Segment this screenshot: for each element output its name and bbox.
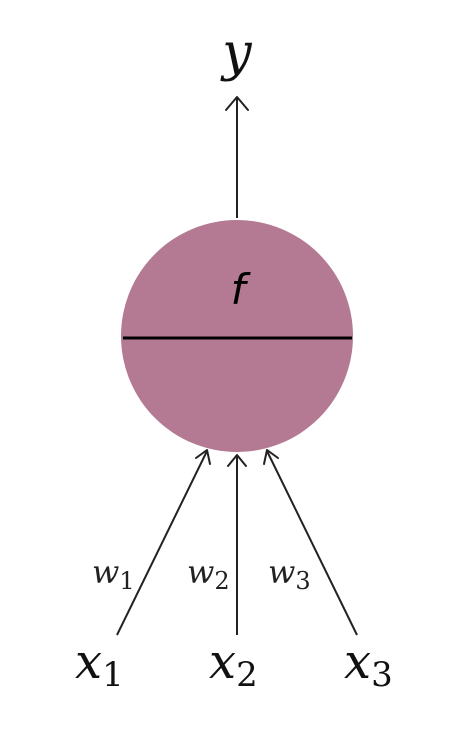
weight-label-3: w3 (268, 553, 311, 595)
weight-label-1: w1 (92, 553, 135, 595)
neuron-circle (121, 220, 353, 452)
output-label: y (220, 23, 252, 83)
input-label-3: x3 (344, 634, 393, 695)
input-label-1: x1 (75, 634, 124, 695)
weight-label-2: w2 (187, 553, 230, 595)
output-arrow (225, 96, 249, 218)
input-edge-3 (263, 449, 358, 636)
input-label-2: x2 (209, 634, 258, 695)
input-edge-2 (227, 454, 247, 635)
input-edge-1 (116, 449, 211, 636)
